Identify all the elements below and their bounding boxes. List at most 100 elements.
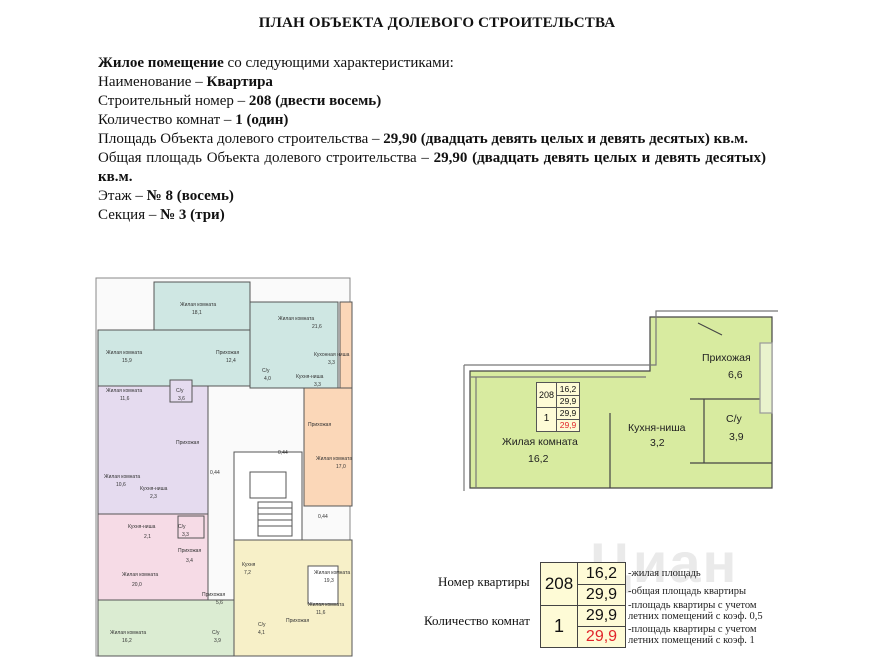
floor-elevator (249, 471, 287, 499)
fp-kn2-area: 2,3 (150, 494, 157, 500)
apt-room-prih-area: 6,6 (728, 369, 743, 381)
fp-su5-area: 4,1 (258, 630, 265, 636)
fp-kn2: Кухня-ниша (140, 486, 168, 492)
legend-note-summer05: -площадь квартиры с учетом летних помеще… (628, 600, 763, 622)
fp-zhk3: Жилая комната (106, 350, 142, 356)
spec-type-bold: Жилое помещение (98, 55, 224, 71)
document-title: ПЛАН ОБЪЕКТА ДОЛЕВОГО СТРОИТЕЛЬСТВА (258, 15, 616, 31)
fp-prih1-area: 12,4 (226, 358, 236, 364)
fp-kn4-area: 7,2 (244, 570, 251, 576)
fp-p044b: 0,44 (278, 450, 288, 456)
fp-su5: С/у (258, 622, 266, 628)
legend-total: 29,9 (578, 584, 625, 606)
legend-note-summer1: -площадь квартиры с учетом летних помеще… (628, 624, 757, 646)
apt-room-zhk-area: 16,2 (528, 453, 549, 465)
floor-zone-purple (97, 385, 209, 515)
fp-kn1-area: 3,3 (314, 382, 321, 388)
fp-kn5-area: 3,3 (328, 360, 335, 366)
floor-plan-svg: Жилая комната 18,1 Жилая комната 21,6 Жи… (95, 277, 353, 657)
floor-stair (257, 501, 293, 537)
spec-area-label: Площадь Объекта долевого строительства – (98, 131, 384, 147)
spec-line-total-area: Общая площадь Объекта долевого строитель… (98, 149, 766, 187)
legend-summer05: 29,9 (578, 605, 625, 627)
legend-apt-number-label: Номер квартиры (438, 574, 530, 589)
apt-badge: 208 1 16,2 29,9 29,9 29,9 (536, 382, 580, 432)
apartment-plan: Прихожая 6,6 С/у 3,9 Кухня-ниша 3,2 Жила… (460, 303, 780, 493)
legend-summer1: 29,9 (585, 628, 618, 645)
floor-zone-orange-2 (303, 387, 353, 507)
fp-su4-area: 3,9 (214, 638, 221, 644)
fp-prih2: Прихожая (176, 440, 199, 446)
fp-zhk3-area: 15,9 (122, 358, 132, 364)
fp-zhk5: Жилая комната (104, 474, 140, 480)
spec-type-rest: со следующими характеристиками: (223, 55, 454, 71)
legend-rooms: 1 (541, 605, 578, 647)
floor-zone-orange-1 (339, 301, 353, 391)
fp-zhk10-area: 11,6 (316, 610, 326, 616)
fp-prih5-area: 5,6 (216, 600, 223, 606)
fp-su1: С/у (262, 368, 270, 374)
fp-kn3-area: 2,1 (144, 534, 151, 540)
fp-zhk6-area: 17,0 (336, 464, 346, 470)
fp-zhk8: Жилая комната (110, 630, 146, 636)
fp-zhk6: Жилая комната (316, 456, 352, 462)
spec-name-label: Наименование – (98, 74, 207, 90)
floor-zone-teal-2 (97, 329, 251, 387)
fp-kn4: Кухня (242, 562, 256, 568)
fp-zhk4: Жилая комната (106, 388, 142, 394)
legend-living: 16,2 (578, 563, 625, 585)
apartment-plan-svg (463, 310, 778, 491)
fp-kn5: Кухонная ниша (314, 352, 350, 358)
spec-floor-label: Этаж – (98, 188, 147, 204)
spec-rooms-value: 1 (один) (235, 112, 289, 128)
spec-number-value: 208 (двести восемь) (248, 93, 382, 109)
spec-area-value: 29,90 (двадцать девять целых и девять де… (383, 131, 749, 147)
apt-room-kn: Кухня-ниша (628, 422, 686, 434)
fp-prih1: Прихожая (216, 350, 239, 356)
spec-line-rooms: Количество комнат – 1 (один) (98, 111, 766, 130)
apartment-specs: Жилое помещение со следующими характерис… (98, 54, 766, 225)
fp-zhk7: Жилая комната (122, 572, 158, 578)
spec-total-area-value: 29,90 (двадцать девять целых и девять де… (98, 150, 766, 185)
legend-note-total: -общая площадь квартиры (628, 586, 747, 597)
apt-room-prih: Прихожая (702, 352, 751, 364)
floor-zone-teal-3 (249, 301, 339, 389)
apt-room-su-area: 3,9 (729, 431, 744, 443)
fp-zhk9: Жилая комната (314, 570, 350, 576)
legend-rooms-count-label: Количество комнат (424, 613, 530, 628)
spec-line-section: Секция – № 3 (три) (98, 206, 766, 225)
floor-plan: Жилая комната 18,1 Жилая комната 21,6 Жи… (82, 276, 368, 660)
fp-zhk4-area: 11,6 (120, 396, 130, 402)
apt-badge-living: 16,2 (557, 383, 579, 396)
fp-zhk1: Жилая комната (180, 302, 216, 308)
spec-name-value: Квартира (206, 74, 273, 90)
fp-su2-area: 3,6 (178, 396, 185, 402)
legend-badge: 208 1 16,2 29,9 29,9 29,9 (540, 562, 626, 648)
spec-line-area: Площадь Объекта долевого строительства –… (98, 130, 766, 149)
fp-zhk2-area: 21,6 (312, 324, 322, 330)
fp-prih6: Прихожая (286, 618, 309, 624)
apt-room-kn-area: 3,2 (650, 437, 665, 449)
apt-badge-rooms: 1 (537, 407, 557, 431)
spec-line-floor: Этаж – № 8 (восемь) (98, 187, 766, 206)
fp-kn3: Кухня-ниша (128, 524, 156, 530)
fp-su3-area: 3,3 (182, 532, 189, 538)
apt-badge-total: 29,9 (557, 395, 579, 408)
spec-line-name: Наименование – Квартира (98, 73, 766, 92)
floor-zone-green (97, 599, 241, 657)
fp-p044a: 0,44 (210, 470, 220, 476)
fp-zhk7-area: 20,0 (132, 582, 142, 588)
spec-rooms-label: Количество комнат – (98, 112, 236, 128)
apt-badge-number: 208 (537, 383, 557, 408)
spec-line-number: Строительный номер – 208 (двести восемь) (98, 92, 766, 111)
fp-su2: С/у (176, 388, 184, 394)
spec-line-type: Жилое помещение со следующими характерис… (98, 54, 766, 73)
fp-prih4: Прихожая (178, 548, 201, 554)
legend-note-living: -жилая площадь (628, 568, 701, 579)
fp-zhk1-area: 18,1 (192, 310, 202, 316)
apt-badge-summer05: 29,9 (557, 407, 579, 420)
fp-zhk2: Жилая комната (278, 316, 314, 322)
apt-room-zhk: Жилая комната (502, 436, 578, 448)
fp-su1-area: 4,0 (264, 376, 271, 382)
spec-section-label: Секция – (98, 207, 161, 223)
